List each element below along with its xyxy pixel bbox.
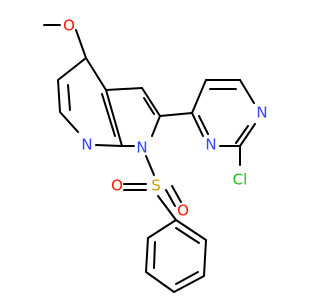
methoxy-oxygen-label: O	[63, 17, 75, 35]
sulfonyl-oxygen-right-label: O	[177, 202, 189, 220]
bond	[143, 97, 155, 115]
bond	[75, 29, 87, 59]
bond	[175, 219, 207, 241]
bond	[239, 123, 256, 147]
sulfonyl-sulfur-label: S	[151, 177, 161, 195]
bond	[235, 125, 249, 144]
bond	[105, 89, 123, 147]
bond	[145, 155, 155, 176]
bond	[175, 227, 200, 244]
bond	[165, 189, 176, 207]
bond	[95, 144, 123, 147]
pyrimidine-nitrogen-top-label: N	[256, 104, 267, 122]
bond	[105, 87, 143, 91]
pyridine-nitrogen-label: N	[81, 136, 92, 154]
bond	[153, 241, 156, 269]
bond	[239, 79, 255, 104]
atom-labels: O N N Cl N N S O O	[63, 17, 268, 220]
bond	[85, 57, 107, 91]
bond	[147, 219, 177, 239]
bond	[203, 239, 207, 277]
indole-nitrogen-label: N	[136, 139, 147, 157]
bond	[191, 112, 204, 137]
bond	[101, 93, 116, 137]
bond	[145, 237, 149, 273]
bond	[191, 79, 207, 114]
pyrimidine-nitrogen-bottom-label: N	[205, 136, 216, 154]
bond	[151, 115, 161, 137]
bond	[175, 271, 199, 285]
bonds	[43, 24, 256, 293]
bond	[141, 87, 161, 117]
sulfonyl-oxygen-left-label: O	[111, 177, 123, 195]
bond	[173, 275, 205, 293]
bond	[157, 195, 177, 221]
bond	[171, 185, 182, 203]
chlorine-label: Cl	[233, 171, 248, 189]
bond	[67, 84, 71, 111]
bond	[57, 79, 61, 113]
bond	[59, 111, 79, 133]
bond	[198, 115, 209, 135]
structure-canvas: O N N Cl N N S O O	[43, 17, 268, 293]
bond	[159, 112, 193, 117]
bond	[57, 57, 87, 81]
bond	[145, 271, 175, 293]
molecule-structure: O N N Cl N N S O O	[43, 17, 268, 293]
